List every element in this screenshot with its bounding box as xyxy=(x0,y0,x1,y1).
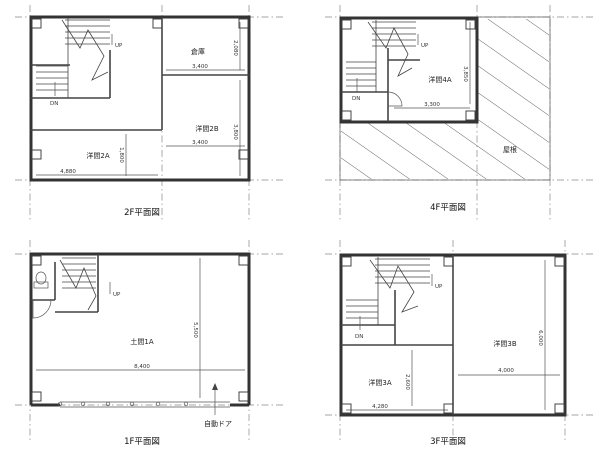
columns-1f xyxy=(31,255,249,402)
door-swing-1f xyxy=(32,299,52,319)
columns-3f xyxy=(341,256,565,414)
toilet-1f xyxy=(33,271,49,289)
room-label-2b: 洋間2B xyxy=(195,124,218,133)
room-label-2a: 洋間2A xyxy=(86,151,109,160)
up-label-4f: UP xyxy=(421,43,429,49)
roof-hatch-right xyxy=(477,19,549,179)
dim-2f-4880: 4,880 xyxy=(60,169,76,175)
auto-door-label: 自動ドア xyxy=(204,419,232,428)
interior-walls-2f xyxy=(31,17,249,131)
exterior-wall-1f xyxy=(29,252,251,407)
down-label-3f: DN xyxy=(355,334,363,340)
up-label-1f: UP xyxy=(113,292,121,298)
dim-2f-3400-lower: 3,400 xyxy=(192,140,208,146)
plan-3f: UP DN 洋間3B 洋間3A 4,000 4,280 6,000 2,600 … xyxy=(325,240,595,447)
dimension-lines-2f xyxy=(36,22,245,176)
caption-2f: 2F平面図 xyxy=(124,208,160,218)
dim-1f-5500: 5,500 xyxy=(192,322,198,338)
roof-hatch-bottom xyxy=(341,123,477,179)
caption-1f: 1F平面図 xyxy=(124,437,160,447)
door-swing-4f xyxy=(387,91,403,107)
plan-4f: UP DN 洋間4A 屋根 3,300 3,850 4F平面図 xyxy=(325,5,595,222)
caption-3f: 3F平面図 xyxy=(430,437,466,447)
dim-3f-6000: 6,000 xyxy=(537,330,543,346)
room-label-1a: 土間1A xyxy=(130,337,153,346)
dim-2f-2080: 2,080 xyxy=(232,40,238,56)
dimension-lines-1f xyxy=(36,258,245,398)
dim-3f-2600: 2,600 xyxy=(404,374,410,390)
caption-4f: 4F平面図 xyxy=(430,203,466,213)
stair-3f: UP DN xyxy=(346,257,443,340)
door-arrow-head-1f xyxy=(212,383,218,390)
room-label-storage: 倉庫 xyxy=(191,47,205,56)
exterior-wall-4f xyxy=(339,16,479,124)
dim-1f-8400: 8,400 xyxy=(134,364,150,370)
grid-lines-2f xyxy=(15,5,285,222)
dimension-lines-3f xyxy=(346,260,560,411)
room-label-3b: 洋間3B xyxy=(493,339,516,348)
dim-4f-3300: 3,300 xyxy=(424,102,440,108)
storefront-line-1f xyxy=(57,401,230,408)
up-label-3f: UP xyxy=(435,284,443,290)
stair-4f: UP DN xyxy=(346,20,429,102)
room-label-4a: 洋間4A xyxy=(428,75,451,84)
dim-3f-4280: 4,280 xyxy=(372,404,388,410)
interior-walls-3f xyxy=(341,255,454,415)
dim-3f-4000: 4,000 xyxy=(498,368,514,374)
grid-lines-4f xyxy=(325,5,595,222)
plan-2f: UP DN 倉庫 洋間2B 洋間2A 3,400 3,400 4,880 2,0… xyxy=(15,5,285,222)
dim-4f-3850: 3,850 xyxy=(462,66,468,82)
up-label-2f: UP xyxy=(115,43,123,49)
room-label-3a: 洋間3A xyxy=(368,378,391,387)
dim-2f-3800: 3,800 xyxy=(232,124,238,140)
dim-2f-1800: 1,800 xyxy=(118,147,124,163)
dimension-lines-4f xyxy=(394,22,471,109)
interior-walls-4f xyxy=(341,48,420,122)
dim-2f-3400-upper: 3,400 xyxy=(192,64,208,70)
stair-2f: UP DN xyxy=(36,18,123,107)
stair-1f: UP xyxy=(59,257,121,311)
columns-2f xyxy=(31,18,249,160)
down-label-2f: DN xyxy=(50,101,58,107)
columns-4f xyxy=(341,19,476,121)
down-label-4f: DN xyxy=(352,96,360,102)
plan-1f: UP 土間1A 8,400 5,500 自動ドア 1F平面図 xyxy=(15,240,285,447)
room-label-roof: 屋根 xyxy=(503,145,517,154)
